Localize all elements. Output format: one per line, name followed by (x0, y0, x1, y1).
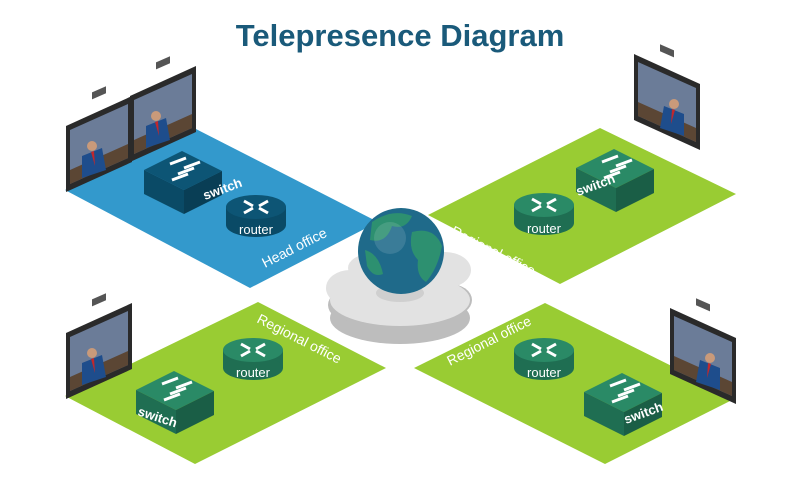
regional-office-zone: switch router Regional office (428, 44, 736, 284)
globe-on-cloud-icon (326, 208, 472, 344)
telepresence-screen-icon (634, 44, 700, 150)
router-label: router (527, 221, 562, 236)
diagram-title: Telepresence Diagram (235, 18, 565, 53)
router-label: router (236, 365, 271, 380)
router-label: router (239, 222, 274, 237)
router-label: router (527, 365, 562, 380)
head-office-zone: switch router Head office (65, 56, 378, 288)
